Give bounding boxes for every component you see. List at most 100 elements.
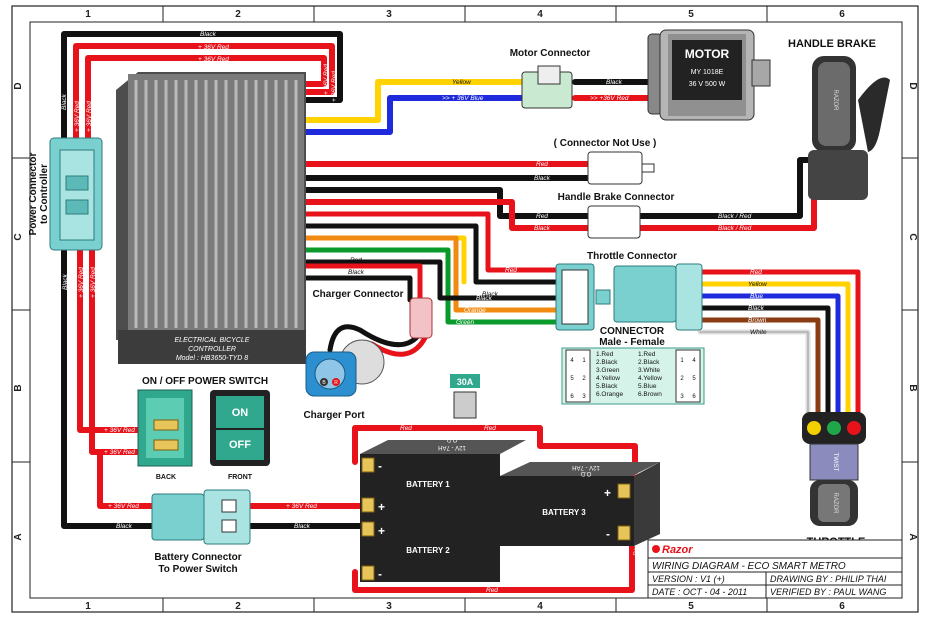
wire-batt-fuse-red-left xyxy=(352,425,465,465)
grid-col-1-top: 1 xyxy=(85,9,91,20)
grid-row-a-left: A xyxy=(13,533,24,540)
wire-female-black xyxy=(697,305,831,418)
male-3: 3.Green xyxy=(596,367,620,374)
label-black-battery: Black xyxy=(294,523,311,530)
grid-col-6-top: 6 xyxy=(839,9,845,20)
motor-title: MOTOR xyxy=(685,47,730,61)
wire-charger-to-port xyxy=(327,324,421,353)
switch-title: ON / OFF POWER SWITCH xyxy=(142,376,268,387)
battery2-plus: + xyxy=(378,524,385,538)
title-date: DATE : OCT - 04 - 2011 xyxy=(652,587,747,597)
battery1-plus: + xyxy=(378,500,385,514)
controller-label-2: CONTROLLER xyxy=(188,346,236,353)
female-3: 3.White xyxy=(638,367,660,374)
grid-col-4-top: 4 xyxy=(537,9,543,20)
handle-brake: HANDLE BRAKE RAZOR xyxy=(788,38,890,200)
title-drawing-by: DRAWING BY : PHILIP THAI xyxy=(770,574,887,584)
wire-motor-blue xyxy=(297,95,528,135)
battery-connector-label-2: To Power Switch xyxy=(158,564,237,575)
wire-batt-fuse-red-right xyxy=(459,425,638,493)
grid-col-1-bottom: 1 xyxy=(85,601,91,612)
charger-pin-r: R xyxy=(334,380,338,386)
wire-female-red xyxy=(697,269,861,418)
motor: MOTOR MY 1018E 36 V 500 W xyxy=(647,29,771,121)
power-connector-label: Power Connector xyxy=(28,153,39,236)
batteries: 12V - 7AH O.D BATTERY 1 BATTERY 2 12V - … xyxy=(360,436,660,582)
connector-table-title: CONNECTOR xyxy=(600,326,665,337)
label-red-batt-right: Red xyxy=(633,468,640,480)
label-red-female: Red xyxy=(750,269,762,276)
wire-red-to-switch-2 xyxy=(89,247,145,455)
female-4: 4.Yellow xyxy=(638,375,662,382)
title-version: VERSION : V1 (+) xyxy=(652,574,725,584)
pin-right-5: 3 xyxy=(680,394,684,400)
wire-charger-black xyxy=(297,275,413,303)
label-black-throttle2: Black xyxy=(476,295,493,302)
label-red-throttle: Red xyxy=(505,267,517,274)
label-red36-motor: >> +36V Red xyxy=(590,95,629,102)
handle-brake-connector: Handle Brake Connector xyxy=(558,192,675,239)
label-red-unused: Red xyxy=(536,161,548,168)
label-black-red-brake1: Black / Red xyxy=(718,213,752,220)
pin-right-6: 6 xyxy=(692,394,696,400)
title-brand: Razor xyxy=(662,544,693,556)
pin-right-3: 2 xyxy=(680,376,684,382)
charger-pin-b: B xyxy=(322,380,326,386)
throttle: TWIST RAZOR THROTTLE xyxy=(802,412,866,548)
battery3-spec: 12V - 7AH xyxy=(572,464,600,470)
handle-brake-connector-label: Handle Brake Connector xyxy=(558,192,675,203)
motor-connector: Motor Connector xyxy=(510,48,591,109)
razor-logo-icon xyxy=(652,545,660,553)
grid-col-2-top: 2 xyxy=(235,9,241,20)
grid-col-3-top: 3 xyxy=(386,9,392,20)
label-orange-throttle: Orange xyxy=(464,307,486,314)
fuse-label: 30A xyxy=(457,377,474,387)
grid-row-d-left: D xyxy=(13,82,24,89)
label-red36-top1: + 36V Red xyxy=(198,44,229,51)
battery3-od: O.D xyxy=(580,470,591,476)
wires xyxy=(61,31,861,593)
male-2: 2.Black xyxy=(596,359,618,366)
label-brown-female: Brown xyxy=(748,317,767,324)
throttle-grip-text: RAZOR xyxy=(832,493,838,515)
power-connector: Power Connector to Controller xyxy=(28,137,103,251)
label-black-lower-left: Black xyxy=(62,273,69,290)
charger-port-label: Charger Port xyxy=(303,410,365,421)
wire-motor-yellow xyxy=(297,79,528,123)
label-red36-lower-left1: + 36V Red xyxy=(78,267,85,298)
grid-row-a-right: A xyxy=(907,533,918,540)
grid-row-c-right: C xyxy=(907,233,918,240)
female-5: 5.Blue xyxy=(638,383,657,390)
pin-right-2: 4 xyxy=(692,358,696,364)
label-red-brake: Red xyxy=(536,213,548,220)
frame: 1 2 3 4 5 6 1 2 3 4 5 6 D C B A D C B A xyxy=(11,5,919,613)
switch-front-label: FRONT xyxy=(228,474,253,481)
controller: ELECTRICAL BICYCLE CONTROLLER Model : HB… xyxy=(116,72,306,364)
motor-model: MY 1018E xyxy=(691,69,724,76)
label-red36-switch1: + 36V Red xyxy=(104,427,135,434)
label-red-bottom-right: Red xyxy=(633,544,640,556)
wire-red-to-battery-connector xyxy=(97,449,163,509)
wire-labels: Black + 36V Red + 36V Red Black + 36V Re… xyxy=(61,31,768,594)
pin-left-4: 2 xyxy=(582,376,586,382)
fuse: 30A xyxy=(450,374,480,419)
wire-female-yellow xyxy=(697,281,851,418)
label-black-brake: Black xyxy=(534,225,551,232)
motor-spec: 36 V 500 W xyxy=(689,81,726,88)
label-red-fuse-right: Red xyxy=(484,425,496,432)
motor-connector-label: Motor Connector xyxy=(510,48,591,59)
female-2: 2.Black xyxy=(638,359,660,366)
wire-female-white-outline xyxy=(699,331,809,416)
wire-power-red-top2 xyxy=(85,55,327,143)
throttle-connector-label: Throttle Connector xyxy=(587,251,677,262)
switch-off: OFF xyxy=(229,439,251,451)
connector-not-use: ( Connector Not Use ) xyxy=(554,138,656,185)
controller-label-3: Model : HB3650-TYD 8 xyxy=(176,355,248,362)
power-switch: ON / OFF POWER SWITCH ON OFF BACK FRONT xyxy=(137,376,270,481)
label-yellow-motor: Yellow xyxy=(452,79,472,86)
connector-table-subtitle: Male - Female xyxy=(599,337,665,348)
wire-throttle-black1 xyxy=(297,223,559,285)
pin-left-1: 4 xyxy=(570,358,574,364)
pin-right-4: 5 xyxy=(692,376,696,382)
